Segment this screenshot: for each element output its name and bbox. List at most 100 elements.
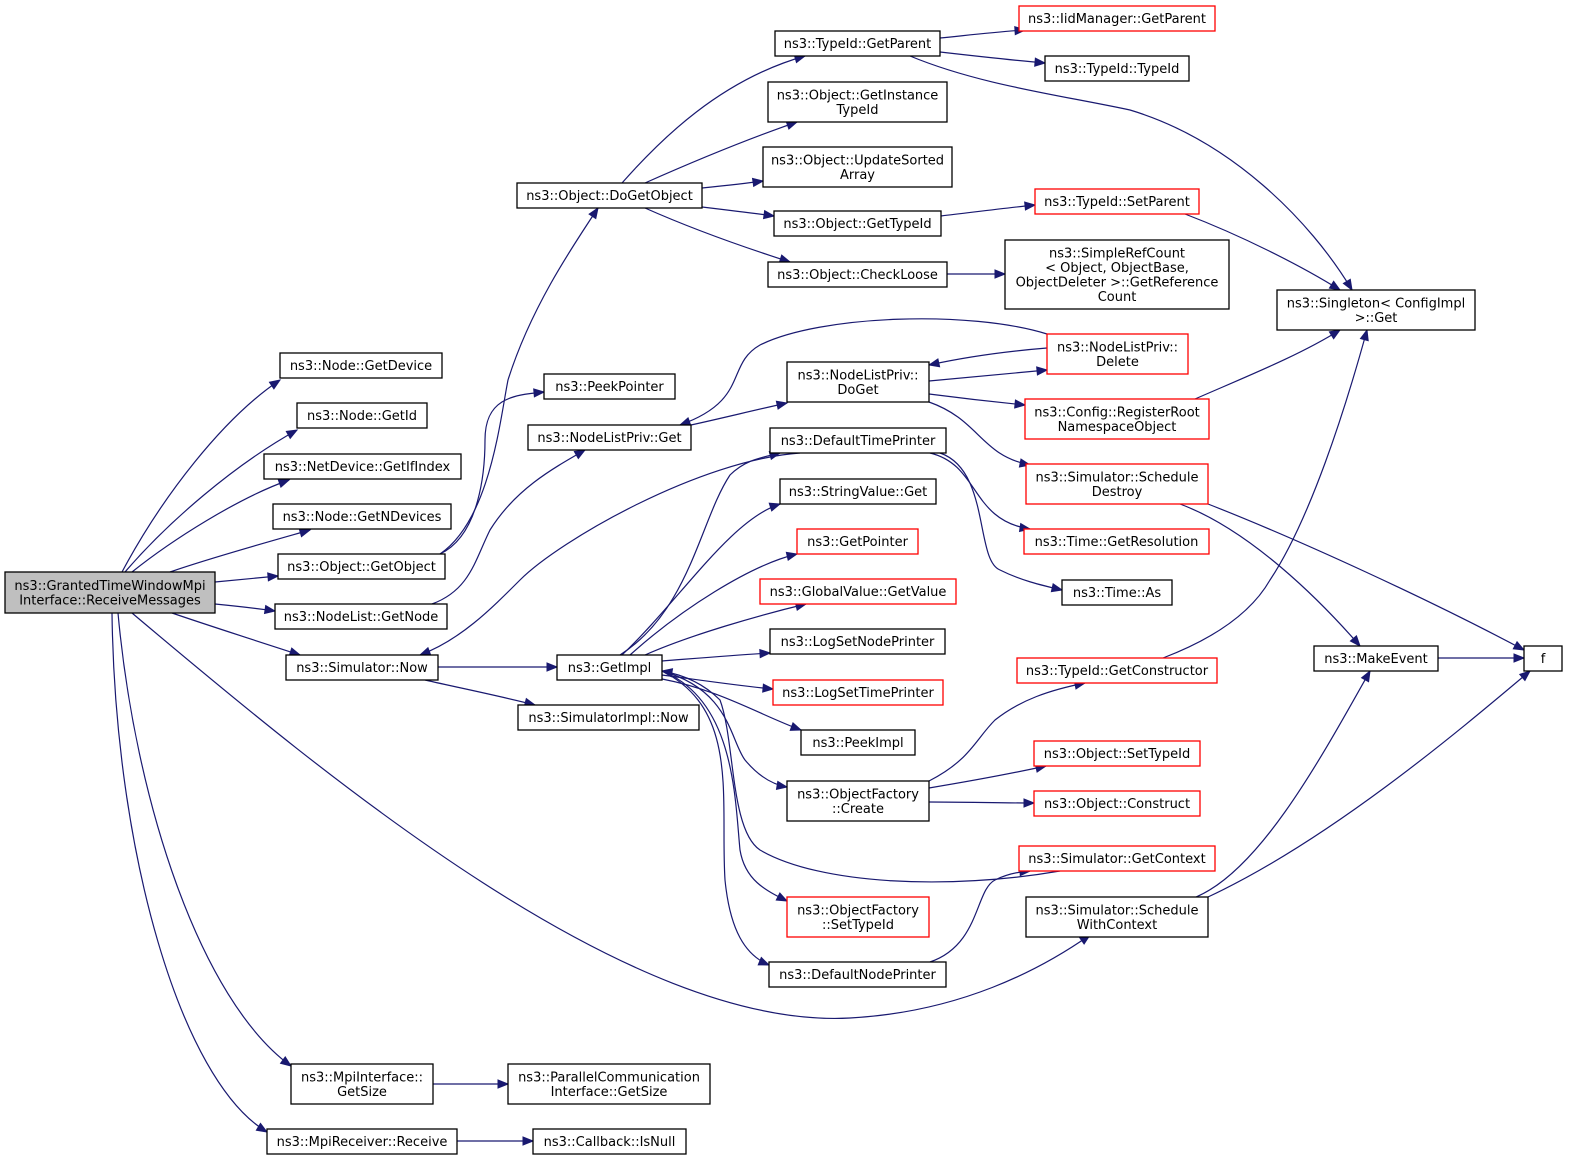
node-nlpDelete[interactable]: ns3::NodeListPriv::Delete [1046,333,1189,375]
node-box [1044,55,1190,82]
node-getObject[interactable]: ns3::Object::GetObject [277,553,446,580]
edge-getImpl-to-getPointer [629,551,799,656]
node-typeIdGetParent[interactable]: ns3::TypeId::GetParent [774,30,941,57]
node-checkLoose[interactable]: ns3::Object::CheckLoose [767,261,948,288]
node-ofCreate[interactable]: ns3::ObjectFactory::Create [786,780,930,822]
node-box [1025,463,1209,505]
node-root[interactable]: ns3::GrantedTimeWindowMpiInterface::Rece… [4,571,216,614]
node-nlpGet[interactable]: ns3::NodeListPriv::Get [527,424,692,451]
edge-simGetContext-to-getImpl [660,668,1061,883]
node-label: ns3::Simulator::Schedule [1035,470,1198,485]
node-getIfIndex[interactable]: ns3::NetDevice::GetIfIndex [263,453,462,480]
node-label: ns3::Object::Construct [1044,797,1190,812]
node-getImpl[interactable]: ns3::GetImpl [556,654,663,681]
node-label: GetSize [337,1085,387,1100]
node-defaultTimePrinter[interactable]: ns3::DefaultTimePrinter [769,427,947,454]
edge-doGetObject-to-objGetTypeId [701,206,776,220]
node-typeIdSetParent[interactable]: ns3::TypeId::SetParent [1034,188,1200,215]
node-stringValueGet[interactable]: ns3::StringValue::Get [779,478,937,505]
node-ofSetTypeId[interactable]: ns3::ObjectFactory::SetTypeId [786,896,930,938]
edge-root-to-getObject [214,572,280,583]
node-label: ::Create [832,802,884,817]
node-globalValueGetValue[interactable]: ns3::GlobalValue::GetValue [759,578,957,605]
edge-root-to-getIfIndex [131,479,291,573]
node-box [786,896,930,938]
node-label: ns3::Config::RegisterRoot [1034,405,1200,420]
node-getDevice[interactable]: ns3::Node::GetDevice [279,352,443,379]
node-label: ns3::StringValue::Get [789,485,927,500]
node-box [4,571,216,614]
node-doGetObject[interactable]: ns3::Object::DoGetObject [516,182,703,209]
node-box [516,182,703,209]
node-getNode[interactable]: ns3::NodeList::GetNode [274,603,448,630]
edge-ofCreate-to-objSetTypeId [928,763,1048,789]
node-objGetTypeId[interactable]: ns3::Object::GetTypeId [773,210,942,237]
node-label: TypeId [836,103,879,118]
node-simpleRefCount[interactable]: ns3::SimpleRefCount< Object, ObjectBase,… [1004,239,1230,310]
node-singletonGet[interactable]: ns3::Singleton< ConfigImpl >::Get [1276,289,1476,331]
edge-root-to-mpiReceive [111,612,269,1133]
node-simGetContext[interactable]: ns3::Simulator::GetContext [1018,845,1216,872]
node-box [296,402,428,429]
node-makeEvent[interactable]: ns3::MakeEvent [1313,645,1439,672]
node-typeIdTypeId[interactable]: ns3::TypeId::TypeId [1044,55,1190,82]
node-peekImpl[interactable]: ns3::PeekImpl [800,729,916,756]
edge-scheduleWithContext-to-f [1207,670,1532,898]
node-label: ns3::Node::GetDevice [290,359,432,374]
node-box [1034,188,1200,215]
node-getResolution[interactable]: ns3::Time::GetResolution [1023,528,1210,555]
node-label: ns3::PeekImpl [812,736,903,751]
node-getConstructor[interactable]: ns3::TypeId::GetConstructor [1016,657,1218,684]
edge-scheduleDestroy-to-f [1207,503,1526,651]
node-label: ns3::ObjectFactory [797,903,919,918]
node-label: ns3::Time::As [1073,586,1162,601]
node-box [1004,239,1230,310]
node-logSetNodePrinter[interactable]: ns3::LogSetNodePrinter [769,628,946,655]
edge-simNow-to-getImpl [437,662,559,672]
node-getPointer[interactable]: ns3::GetPointer [796,528,919,555]
edge-typeIdGetParent-to-iidGetParent [939,25,1027,39]
node-box [772,679,944,706]
node-label: ns3::Time::GetResolution [1035,535,1199,550]
node-pciGetSize[interactable]: ns3::ParallelCommunicationInterface::Get… [507,1063,711,1105]
node-objSetTypeId[interactable]: ns3::Object::SetTypeId [1033,740,1201,767]
node-mpiGetSize[interactable]: ns3::MpiInterface::GetSize [290,1063,434,1105]
edge-nlpDoGet-to-nlpDelete [928,366,1049,382]
node-peekPointer[interactable]: ns3::PeekPointer [543,373,676,400]
node-f[interactable]: f [1523,645,1563,672]
node-timeAs[interactable]: ns3::Time::As [1061,579,1173,606]
call-edges [111,25,1532,1146]
node-label: DoGet [837,383,878,398]
edge-ofCreate-to-objConstruct [928,798,1036,808]
node-label: ns3::MakeEvent [1324,652,1428,667]
node-label: Array [840,168,875,183]
node-objConstruct[interactable]: ns3::Object::Construct [1033,790,1201,817]
node-box [800,729,916,756]
node-iidGetParent[interactable]: ns3::IidManager::GetParent [1018,5,1216,32]
node-logSetTimePrinter[interactable]: ns3::LogSetTimePrinter [772,679,944,706]
node-label: ns3::MpiReceiver::Receive [277,1135,448,1150]
node-simImplNow[interactable]: ns3::SimulatorImpl::Now [517,704,700,731]
node-defaultNodePrinter[interactable]: ns3::DefaultNodePrinter [768,961,947,988]
edge-mpiGetSize-to-pciGetSize [432,1079,510,1089]
edge-doGetObject-to-updateSortedArray [701,177,765,189]
node-mpiReceive[interactable]: ns3::MpiReceiver::Receive [266,1128,458,1155]
node-nlpDoGet[interactable]: ns3::NodeListPriv::DoGet [786,361,930,403]
node-cbIsNull[interactable]: ns3::Callback::IsNull [532,1128,687,1155]
edge-defaultTimePrinter-to-timeAs [939,452,1064,593]
node-label: ns3::Object::GetObject [287,560,436,575]
node-box [272,503,452,530]
node-simNow[interactable]: ns3::Simulator::Now [285,654,439,681]
edge-scheduleDestroy-to-makeEvent [1179,503,1361,648]
node-box [1033,790,1201,817]
edge-nlpDelete-to-nlpDoGet [927,347,1048,368]
node-getNDevices[interactable]: ns3::Node::GetNDevices [272,503,452,530]
edge-root-to-getNode [214,603,277,615]
edge-getImpl-to-ofCreate [661,670,789,790]
node-getId[interactable]: ns3::Node::GetId [296,402,428,429]
